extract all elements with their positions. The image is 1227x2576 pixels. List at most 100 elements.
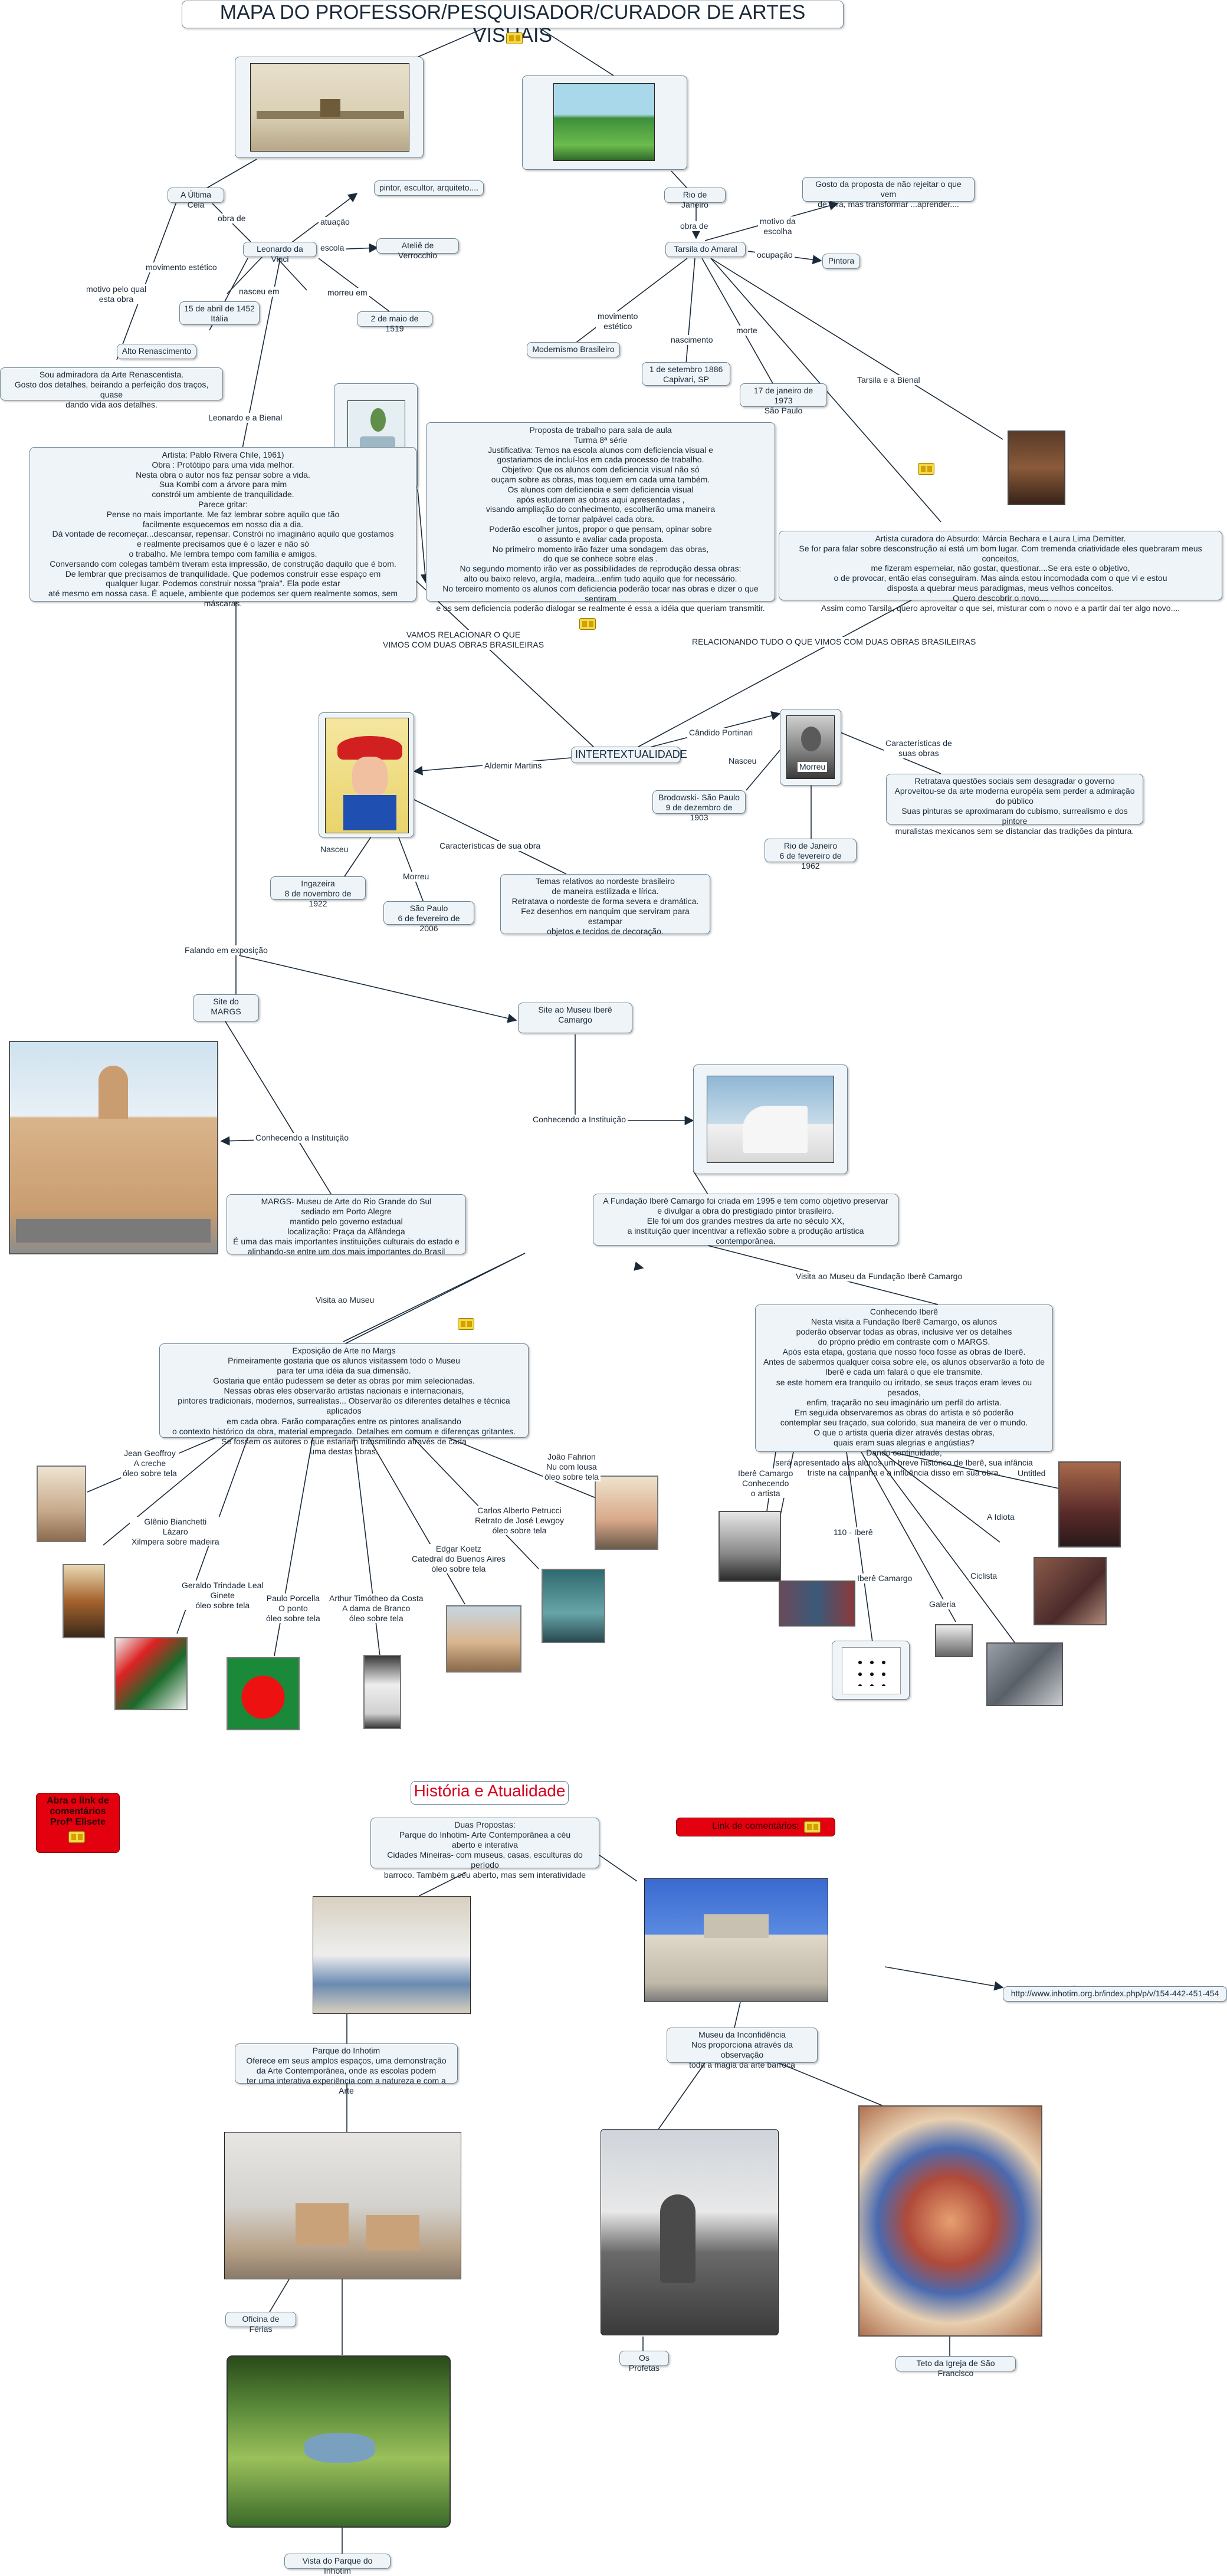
link-label-movimento-estetico: movimento estético: [144, 262, 219, 272]
geraldo-painting[interactable]: [114, 1637, 188, 1710]
link-label-joao: João Fahrion Nu com lousa óleo sobre tel…: [543, 1452, 601, 1482]
glenio-painting[interactable]: [63, 1564, 105, 1638]
idiota-work[interactable]: [1034, 1557, 1107, 1625]
fundacao-ibere-node[interactable]: A Fundação Iberê Camargo foi criada em 1…: [593, 1194, 898, 1246]
attachment-icon[interactable]: [458, 1318, 474, 1330]
museu-inconf-node[interactable]: Museu da Inconfidência Nos proporciona a…: [667, 2028, 818, 2069]
tarsila-painting-frame[interactable]: [522, 75, 687, 170]
tarsila-node[interactable]: Tarsila do Amaral: [665, 242, 746, 257]
morte-tarsila-node[interactable]: 17 de janeiro de 1973 São Paulo: [740, 383, 827, 415]
link-label-carlos: Carlos Alberto Petrucci Retrato de José …: [473, 1506, 566, 1536]
link-label-paulo: Paulo Porcella O ponto óleo sobre tela: [264, 1593, 322, 1624]
url-node[interactable]: http://www.inhotim.org.br/index.php/p/v/…: [1003, 1986, 1227, 2002]
sou-admiradora-node[interactable]: Sou admiradora da Arte Renascentista. Go…: [0, 367, 223, 409]
vista-parque-node[interactable]: Vista do Parque do Inhotim: [284, 2554, 391, 2575]
pintora-node[interactable]: Pintora: [822, 254, 860, 269]
ibere-camargo-work: [842, 1647, 901, 1694]
ibere-photo[interactable]: [719, 1511, 781, 1582]
link-label-ciclista: Ciclista: [969, 1571, 999, 1581]
aldemir-frame[interactable]: [319, 712, 414, 837]
artista-chile-node[interactable]: Artista: Pablo Rivera Chile, 1961) Obra …: [29, 447, 416, 608]
retratava-node[interactable]: Retratava questões sociais sem desagrada…: [886, 774, 1143, 836]
attachment-icon[interactable]: [918, 463, 934, 475]
link-label-arthur: Arthur Timótheo da Costa A dama de Branc…: [327, 1593, 425, 1624]
link-label-conhecendo-inst-2: Conhecendo a Instituição: [531, 1115, 628, 1125]
section2-title: História e Atualidade: [411, 1781, 569, 1805]
os-profetas-node[interactable]: Os Profetas: [619, 2351, 669, 2373]
ingazeira-node[interactable]: Ingazeira 8 de novembro de 1922: [270, 876, 366, 908]
alto-renasc-node[interactable]: Alto Renascimento: [117, 344, 196, 359]
ibere-camargo-frame[interactable]: [832, 1641, 910, 1700]
ibere-museum-frame[interactable]: [693, 1064, 848, 1174]
comments-link-left[interactable]: Abra o link de comentários Profª Elisete: [36, 1793, 120, 1853]
artista-curadora-node[interactable]: Artista curadora do Absurdo: Márcia Bech…: [779, 531, 1222, 613]
temas-node[interactable]: Temas relativos ao nordeste brasileiro d…: [500, 874, 710, 936]
inhotim-child-image[interactable]: [313, 1896, 471, 2014]
exposicao-node[interactable]: Exposição de Arte no Margs Primeiramente…: [159, 1343, 529, 1456]
vista-parque-image[interactable]: [227, 2355, 451, 2528]
comments-link-right-label: Link de comentários:: [712, 1821, 799, 1831]
leonardo-node[interactable]: Leonardo da Vinci: [243, 242, 317, 264]
ibere-museum-image: [707, 1076, 834, 1163]
jean-geoffroy-painting[interactable]: [37, 1466, 86, 1542]
link-label-candido: Cândido Portinari: [687, 728, 755, 738]
intertext-node[interactable]: INTERTEXTUALIDADE: [571, 747, 687, 763]
nasc-leonardo-node[interactable]: 15 de abril de 1452 Itália: [179, 301, 260, 325]
rio-node[interactable]: Rio de Janeiro: [664, 188, 726, 209]
ibere-110-work[interactable]: [779, 1581, 855, 1627]
attachment-icon[interactable]: [804, 1821, 821, 1833]
ultima-ceia-node[interactable]: A Última Ceia: [168, 188, 224, 209]
arthur-painting[interactable]: [363, 1655, 401, 1729]
os-profetas-image[interactable]: [601, 2129, 779, 2335]
attachment-icon[interactable]: [68, 1831, 85, 1843]
link-label-glenio: Glênio Bianchetti Lázaro Xilmpera sobre …: [130, 1517, 221, 1547]
link-label-nasceu-em: nasceu em: [237, 287, 281, 297]
teto-igreja-image[interactable]: [858, 2105, 1042, 2337]
galeria-work[interactable]: [935, 1624, 973, 1657]
ultima-ceia-frame[interactable]: [235, 57, 424, 158]
edgar-painting[interactable]: [446, 1605, 521, 1673]
link-label-nasceu-p: Nasceu: [727, 756, 759, 766]
link-label-tarsila-bienal: Tarsila e a Bienal: [855, 375, 922, 385]
link-label-morreu-a: Morreu: [401, 872, 431, 882]
sp-2006-node[interactable]: São Paulo 6 de fevereiro de 2006: [383, 901, 474, 933]
link-label-ibere-110: 110 - Iberê: [832, 1527, 875, 1537]
attachment-icon[interactable]: [506, 32, 523, 44]
conhecendo-ibere-node[interactable]: Conhecendo Iberê Nesta visita a Fundação…: [755, 1305, 1053, 1477]
modernismo-node[interactable]: Modernismo Brasileiro: [527, 342, 620, 357]
atelie-node[interactable]: Ateliê de Verrocchio: [376, 238, 459, 260]
nasc-tarsila-node[interactable]: 1 de setembro 1886 Capivari, SP: [642, 362, 730, 386]
teto-node[interactable]: Teto da Igreja de São Francisco: [895, 2356, 1016, 2378]
portinari-frame[interactable]: [780, 709, 841, 786]
site-ibere-node[interactable]: Site ao Museu Iberê Camargo: [518, 1003, 632, 1033]
margs-desc-node[interactable]: MARGS- Museu de Arte do Rio Grande do Su…: [227, 1194, 466, 1256]
attachment-icon[interactable]: [579, 618, 596, 630]
map-title: MAPA DO PROFESSOR/PESQUISADOR/CURADOR DE…: [182, 1, 844, 47]
link-label-relacionando: RELACIONANDO TUDO O QUE VIMOS COM DUAS O…: [690, 637, 978, 647]
link-label-visita-fundacao: Visita ao Museu da Fundação Iberê Camarg…: [794, 1271, 964, 1282]
ciclista-work[interactable]: [986, 1642, 1063, 1706]
margs-building-image[interactable]: [9, 1041, 218, 1254]
link-label-caract-a: Características de sua obra: [438, 841, 543, 851]
parque-node[interactable]: Parque do Inhotim Oferece em seus amplos…: [235, 2043, 458, 2095]
morte-leonardo-node[interactable]: 2 de maio de 1519: [357, 311, 432, 333]
brodowski-node[interactable]: Brodowski- São Paulo 9 de dezembro de 19…: [652, 790, 746, 822]
link-label-geraldo: Geraldo Trindade Leal Ginete óleo sobre …: [180, 1581, 265, 1611]
proposta-node[interactable]: Proposta de trabalho para sala de aula T…: [426, 422, 775, 613]
link-label-morreu-em: morreu em: [326, 288, 369, 298]
museu-inconfidencia-image[interactable]: [644, 1878, 828, 2002]
pintor-node[interactable]: pintor, escultor, arquiteto....: [374, 180, 484, 196]
oficina-node[interactable]: Oficina de Férias: [225, 2312, 296, 2334]
duas-propostas-node[interactable]: Duas Propostas: Parque do Inhotim- Arte …: [370, 1818, 599, 1880]
section2-title-text: História e Atualidade: [414, 1782, 566, 1800]
site-margs-node[interactable]: Site do MARGS: [193, 994, 259, 1021]
joao-painting[interactable]: [595, 1476, 658, 1550]
tarsila-painting-image: [553, 83, 655, 161]
paulo-painting[interactable]: [227, 1657, 300, 1730]
gosto-proposta-node[interactable]: Gosto da proposta de não rejeitar o que …: [802, 177, 975, 209]
bienal-tarsila-image[interactable]: [1008, 431, 1065, 505]
carlos-painting[interactable]: [542, 1569, 605, 1643]
rio-1962-node[interactable]: Rio de Janeiro 6 de fevereiro de 1962: [765, 839, 857, 870]
untitled-work[interactable]: [1058, 1461, 1121, 1547]
oficina-image[interactable]: [224, 2132, 461, 2279]
